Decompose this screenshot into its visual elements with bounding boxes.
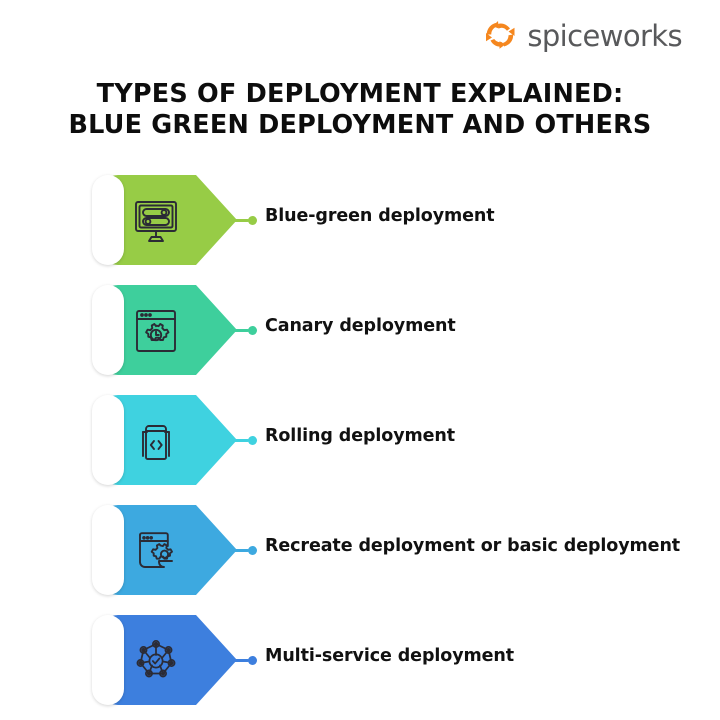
- list-item[interactable]: Multi-service deployment: [0, 610, 720, 720]
- connector: [225, 656, 257, 665]
- list-item-label: Rolling deployment: [265, 426, 456, 446]
- connector-dot: [248, 216, 257, 225]
- list-item[interactable]: Rolling deployment: [0, 390, 720, 500]
- deployment-type-list: Blue-green deployment: [0, 170, 720, 720]
- tag-shape: [100, 285, 237, 375]
- list-item-label: Multi-service deployment: [265, 646, 515, 666]
- tag-pill: [98, 291, 118, 369]
- tag-badge: [92, 615, 237, 705]
- brand-logo: spiceworks: [483, 18, 683, 54]
- tag-badge: [92, 395, 237, 485]
- page-title-line-1: TYPES OF DEPLOYMENT EXPLAINED:: [96, 79, 624, 109]
- connector: [225, 546, 257, 555]
- network-nodes-check-icon: [130, 635, 182, 687]
- connector: [225, 216, 257, 225]
- browser-gear-icon: [130, 305, 182, 357]
- tag-shape: [100, 615, 237, 705]
- tag-badge: [92, 505, 237, 595]
- spiceworks-swirl-icon: [486, 21, 515, 49]
- list-item-label: Canary deployment: [265, 316, 456, 336]
- page-title: TYPES OF DEPLOYMENT EXPLAINED: BLUE GREE…: [0, 79, 720, 141]
- code-document-icon: [130, 415, 182, 467]
- page-title-line-2: BLUE GREEN DEPLOYMENT AND OTHERS: [68, 110, 652, 140]
- list-item[interactable]: Canary deployment: [0, 280, 720, 390]
- connector-dot: [248, 656, 257, 665]
- tag-badge: [92, 285, 237, 375]
- connector-dot: [248, 326, 257, 335]
- connector: [225, 326, 257, 335]
- tag-pill: [98, 401, 118, 479]
- tag-pill: [98, 511, 118, 589]
- list-item[interactable]: Blue-green deployment: [0, 170, 720, 280]
- connector: [225, 436, 257, 445]
- tag-badge: [92, 175, 237, 265]
- list-item-label: Blue-green deployment: [265, 206, 495, 226]
- browser-settings-gear-icon: [130, 525, 182, 577]
- tag-pill: [98, 621, 118, 699]
- monitor-server-icon: [130, 195, 182, 247]
- brand-wordmark: spiceworks: [527, 18, 682, 53]
- list-item-label: Recreate deployment or basic deployment: [265, 536, 681, 556]
- list-item[interactable]: Recreate deployment or basic deployment: [0, 500, 720, 610]
- tag-pill: [98, 181, 118, 259]
- connector-dot: [248, 436, 257, 445]
- connector-dot: [248, 546, 257, 555]
